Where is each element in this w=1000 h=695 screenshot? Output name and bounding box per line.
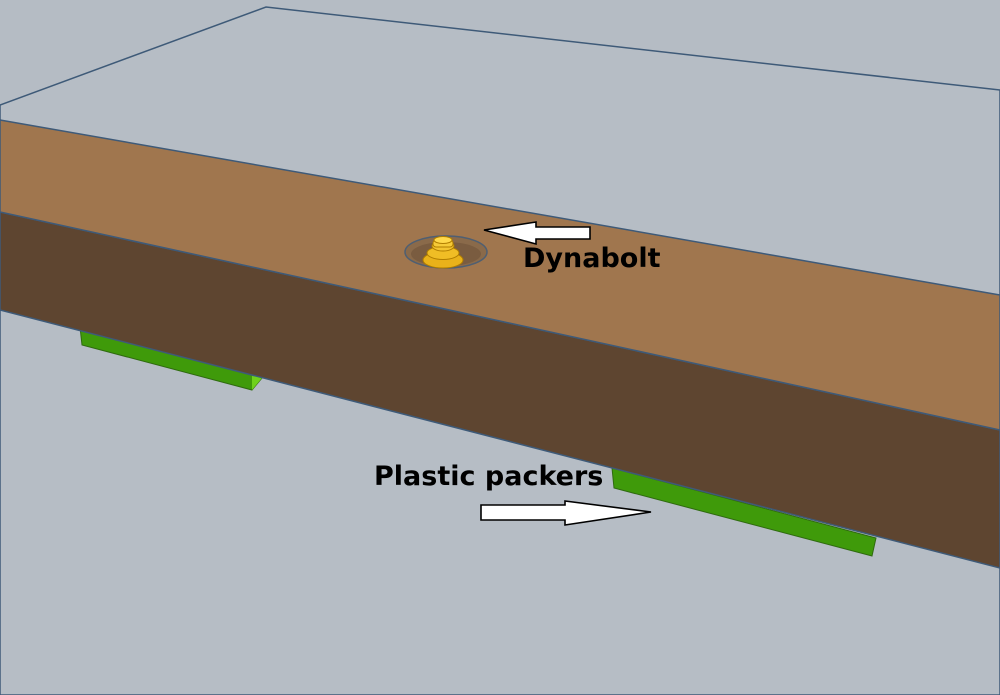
right-arrow-icon — [480, 500, 652, 526]
plastic-packers-label: Plastic packers — [374, 461, 603, 492]
dynabolt-head-icon — [404, 235, 488, 269]
left-arrow-icon — [483, 221, 591, 246]
plastic-packer-right — [611, 467, 877, 557]
timber-top-face — [0, 119, 1000, 431]
dynabolt-label: Dynabolt — [523, 243, 661, 274]
